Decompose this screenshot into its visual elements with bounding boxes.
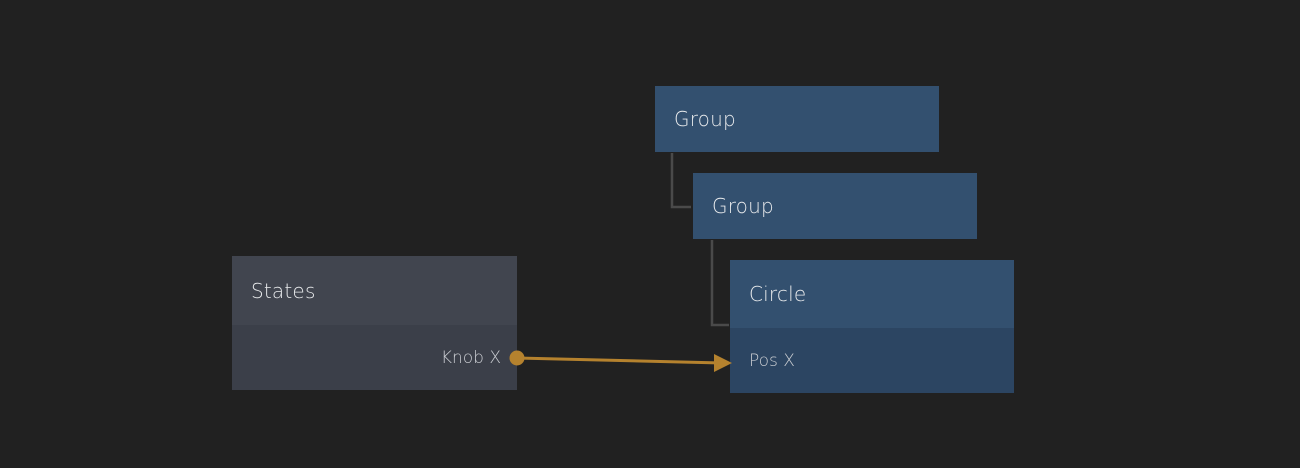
node-circle-title: Circle (749, 282, 807, 306)
node-states-header[interactable]: States (232, 256, 517, 325)
node-group-2-header[interactable]: Group (693, 173, 977, 239)
node-states-title: States (251, 278, 316, 303)
port-row-pos-x[interactable]: Pos X (730, 328, 1014, 393)
node-circle[interactable]: Circle Pos X (730, 260, 1014, 393)
port-label-pos-x: Pos X (749, 350, 795, 371)
port-row-knob-x[interactable]: Knob X (232, 325, 517, 390)
node-states-body: Knob X (232, 325, 517, 390)
node-group-2[interactable]: Group (693, 173, 977, 239)
connection-knob-x-to-pos-x[interactable] (516, 356, 723, 365)
node-group-1-header[interactable]: Group (655, 86, 939, 152)
node-circle-header[interactable]: Circle (730, 260, 1014, 328)
node-group-2-title: Group (712, 194, 774, 218)
tree-link-group2-circle (710, 240, 729, 327)
node-circle-body: Pos X (730, 328, 1014, 393)
tree-link-group1-group2 (670, 153, 691, 209)
node-group-1[interactable]: Group (655, 86, 939, 152)
node-states[interactable]: States Knob X (232, 256, 517, 390)
port-label-knob-x: Knob X (440, 347, 501, 368)
node-group-1-title: Group (674, 107, 736, 131)
